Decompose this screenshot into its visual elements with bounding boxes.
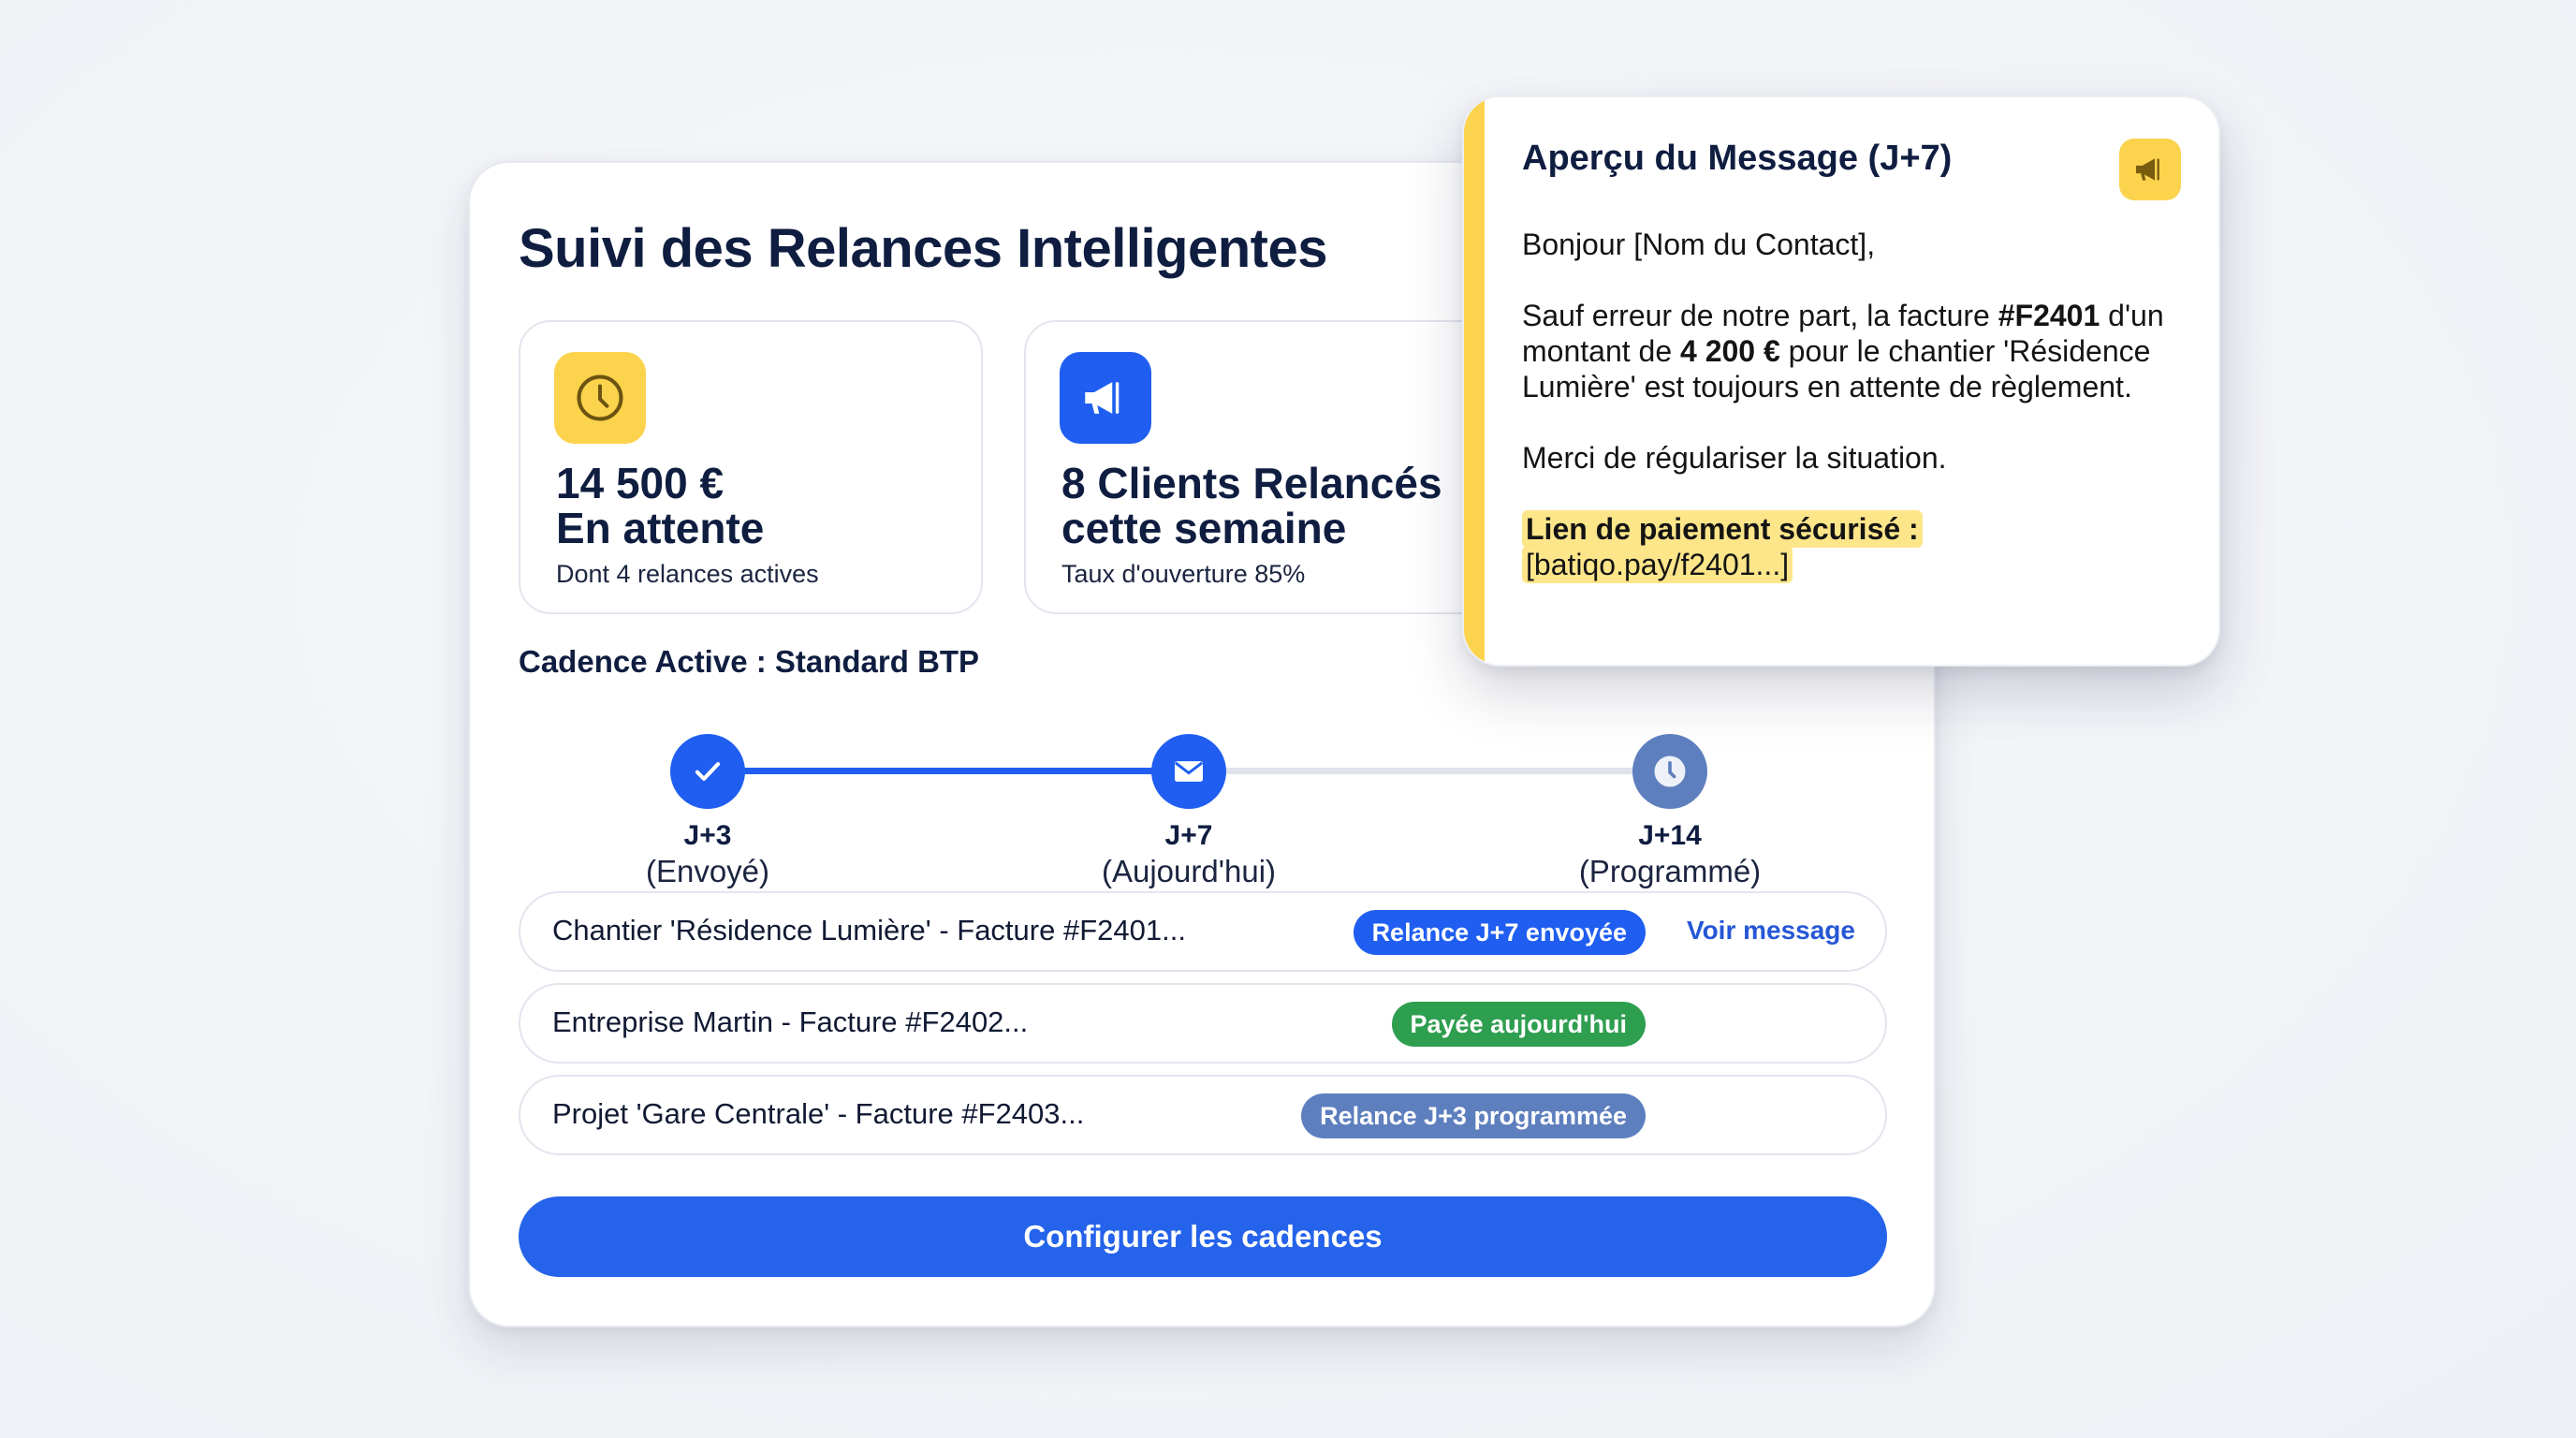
stat-amount: 14 500 € xyxy=(556,459,724,507)
stat-count: 8 Clients Relancés xyxy=(1061,459,1442,507)
invoice-title: Entreprise Martin - Facture #F2402... xyxy=(552,1005,1029,1038)
preview-body: Bonjour [Nom du Contact], Sauf erreur de… xyxy=(1522,227,2196,618)
timeline-day: J+3 xyxy=(683,820,732,851)
preview-text: pour le chantier 'Résidence Lumière' est… xyxy=(1522,334,2151,404)
timeline-step-j14[interactable]: J+14 (Programmé) xyxy=(1530,698,1810,889)
status-badge: Relance J+7 envoyée xyxy=(1353,910,1646,955)
cadence-timeline: J+3 (Envoyé) J+7 (Aujourd'hui) J+14 (Pro… xyxy=(470,698,1934,888)
page-title: Suivi des Relances Intelligentes xyxy=(519,218,1328,279)
stat-label: cette semaine xyxy=(1061,504,1347,552)
stat-subtext: Taux d'ouverture 85% xyxy=(1061,560,1306,588)
payment-link[interactable]: [batiqo.pay/f2401...] xyxy=(1526,548,1790,581)
timeline-progress-done xyxy=(734,768,1215,774)
clock-icon xyxy=(1632,734,1707,809)
status-badge: Payée aujourd'hui xyxy=(1391,1002,1646,1047)
view-message-link[interactable]: Voir message xyxy=(1686,916,1855,945)
stat-label: En attente xyxy=(556,504,765,552)
status-badge: Relance J+3 programmée xyxy=(1301,1093,1646,1138)
cadence-label: Cadence Active : Standard BTP xyxy=(519,644,980,679)
megaphone-icon xyxy=(1060,352,1151,444)
stat-card-clients-relanced: 8 Clients Relancés cette semaine Taux d'… xyxy=(1024,320,1511,614)
stat-card-pending-amount: 14 500 € En attente Dont 4 relances acti… xyxy=(519,320,983,614)
timeline-state: (Envoyé) xyxy=(645,854,770,888)
stat-subtext: Dont 4 relances actives xyxy=(556,560,819,588)
message-preview-panel: Aperçu du Message (J+7) Bonjour [Nom du … xyxy=(1462,95,2220,667)
timeline-day: J+7 xyxy=(1164,820,1213,851)
invoice-row[interactable]: Entreprise Martin - Facture #F2402... Pa… xyxy=(519,983,1887,1064)
timeline-state: (Programmé) xyxy=(1578,854,1762,888)
stat-value: 14 500 € En attente xyxy=(556,461,764,550)
invoice-row[interactable]: Projet 'Gare Centrale' - Facture #F2403.… xyxy=(519,1075,1887,1155)
preview-text: Sauf erreur de notre part, la facture xyxy=(1522,299,1998,332)
preview-greeting: Bonjour [Nom du Contact], xyxy=(1522,227,1876,261)
preview-title: Aperçu du Message (J+7) xyxy=(1522,139,1953,178)
timeline-step-j7[interactable]: J+7 (Aujourd'hui) xyxy=(1048,698,1329,889)
preview-paragraph: Sauf erreur de notre part, la facture #F… xyxy=(1522,298,2196,404)
invoice-row[interactable]: Chantier 'Résidence Lumière' - Facture #… xyxy=(519,891,1887,972)
clock-icon xyxy=(554,352,646,444)
payment-link-block: Lien de paiement sécurisé :[batiqo.pay/f… xyxy=(1522,510,2196,583)
check-icon xyxy=(670,734,745,809)
envelope-icon xyxy=(1151,734,1226,809)
timeline-day: J+14 xyxy=(1638,820,1702,851)
timeline-progress-remaining xyxy=(1219,768,1700,774)
preview-text: d'un montant de xyxy=(1522,299,2164,368)
invoice-amount: 4 200 € xyxy=(1680,334,1780,368)
invoice-title: Chantier 'Résidence Lumière' - Facture #… xyxy=(552,914,1186,946)
invoice-title: Projet 'Gare Centrale' - Facture #F2403.… xyxy=(552,1097,1085,1130)
megaphone-icon[interactable] xyxy=(2119,139,2181,200)
invoice-ref: #F2401 xyxy=(1998,299,2100,332)
stat-value: 8 Clients Relancés cette semaine xyxy=(1061,461,1442,550)
timeline-step-j3[interactable]: J+3 (Envoyé) xyxy=(567,698,848,889)
payment-link-label: Lien de paiement sécurisé : xyxy=(1526,512,1919,546)
configure-cadences-button[interactable]: Configurer les cadences xyxy=(519,1196,1887,1277)
preview-accent-bar xyxy=(1464,97,1485,665)
preview-closing: Merci de régulariser la situation. xyxy=(1522,441,1947,475)
invoice-list: Chantier 'Résidence Lumière' - Facture #… xyxy=(519,891,1887,1167)
timeline-state: (Aujourd'hui) xyxy=(1101,854,1277,888)
